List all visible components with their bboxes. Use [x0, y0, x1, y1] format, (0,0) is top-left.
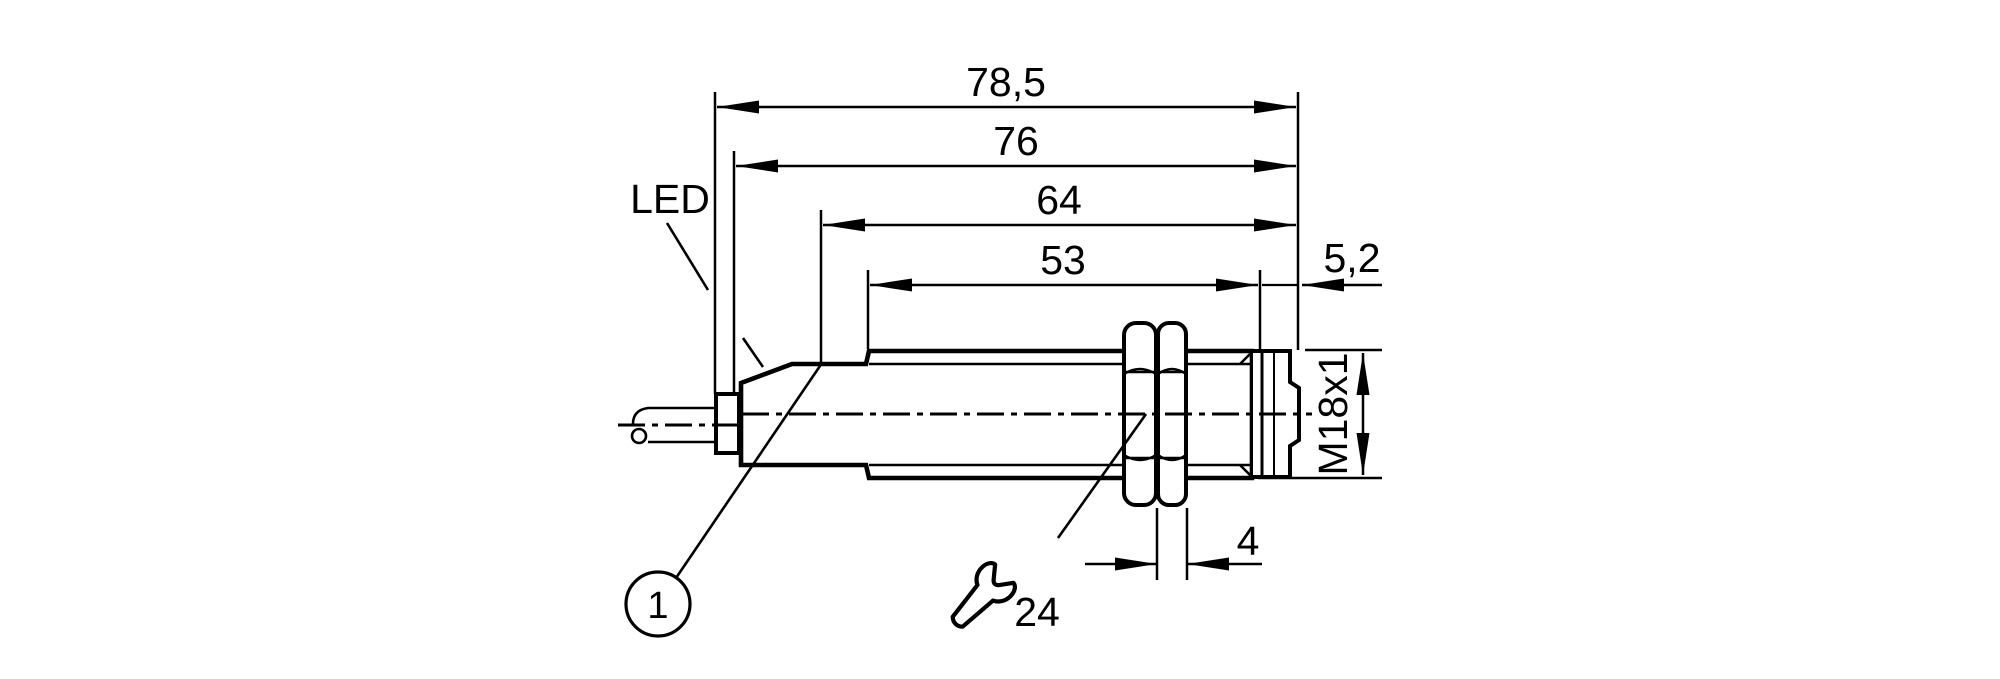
- dimension-53: 53: [866, 237, 1262, 349]
- item-balloon: 1: [624, 362, 824, 638]
- wrench-icon: [950, 561, 1017, 629]
- led-leader-line: [665, 222, 710, 291]
- dim-value-76: 76: [993, 118, 1039, 164]
- balloon-number: 1: [647, 585, 668, 627]
- wrench-callout: 24: [950, 413, 1148, 635]
- balloon-leader-line: [674, 362, 824, 579]
- led-label: LED: [630, 176, 710, 222]
- dim-value-78-5: 78,5: [966, 59, 1046, 105]
- balloon-circle: [624, 570, 692, 638]
- cable-end-loop: [630, 427, 648, 445]
- thread-end-chamfer-bottom: [1239, 464, 1253, 478]
- thread-end-chamfer-top: [1239, 351, 1253, 365]
- dimension-76: 76: [732, 118, 1296, 394]
- arrowhead-right: [1254, 100, 1296, 114]
- arrowhead-up: [1356, 353, 1370, 395]
- center-axis: [618, 412, 1312, 427]
- arrowhead-left: [717, 100, 759, 114]
- cable-top-line: [631, 406, 716, 425]
- wrench-size-label: 24: [1014, 589, 1060, 635]
- cable: [630, 406, 716, 445]
- arrowhead-left: [823, 218, 865, 232]
- dimension-4: 4: [1085, 508, 1262, 580]
- dim-value-4: 4: [1237, 518, 1260, 564]
- nut-2-facets: [1157, 367, 1187, 462]
- nut-1-facets: [1123, 367, 1157, 462]
- dimension-78-5: 78,5: [713, 59, 1300, 394]
- arrowhead-left: [736, 159, 778, 173]
- dimension-5-2: 5,2: [1262, 235, 1382, 292]
- arrowhead-right-pointing: [1115, 557, 1157, 571]
- arrowhead-down: [1356, 433, 1370, 475]
- dim-value-5-2: 5,2: [1324, 235, 1381, 281]
- arrowhead-right: [1216, 278, 1258, 292]
- arrowhead-right: [1254, 218, 1296, 232]
- arrowhead-left: [870, 278, 912, 292]
- dim-value-64: 64: [1036, 177, 1082, 223]
- arrowhead-left: [1302, 278, 1344, 292]
- arrowhead-right: [1254, 159, 1296, 173]
- dimension-64: 64: [819, 177, 1296, 362]
- wrench-leader-line: [1056, 413, 1148, 539]
- dim-value-53: 53: [1040, 237, 1086, 283]
- arrowhead-left-pointing: [1187, 557, 1229, 571]
- thread-designation: M18x1: [1310, 352, 1356, 475]
- dimension-m18x1: M18x1: [1258, 348, 1382, 480]
- led-leader-tick: [741, 337, 765, 368]
- led-callout: LED: [630, 176, 765, 368]
